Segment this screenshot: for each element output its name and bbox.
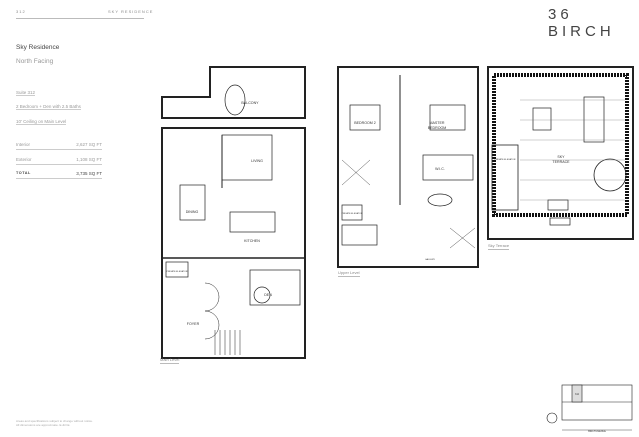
caption-sky-terrace: Sky Terrace xyxy=(488,243,510,250)
disclaimer: Areas and specifications subject to chan… xyxy=(16,419,93,427)
area-row-total: TOTAL 3,735 SQ FT xyxy=(16,171,102,179)
area-label: TOTAL xyxy=(16,171,31,175)
upper-level-plan xyxy=(337,66,479,268)
room-label-master-bedroom: BEDROOM xyxy=(428,126,447,130)
room-label-upper-elevator: PRIVATE ELEVATOR xyxy=(342,212,363,215)
room-label-dining: DINING xyxy=(186,210,199,214)
unit-name: Sky Residence xyxy=(16,44,60,51)
header-divider xyxy=(16,18,144,19)
room-label-den: DEN xyxy=(264,293,272,297)
ceiling-info: 10' Ceiling on Main Level xyxy=(16,119,67,125)
room-label-kitchen: KITCHEN xyxy=(244,239,260,243)
keyplate-street: BIRCH AVENUE xyxy=(588,430,606,433)
room-label-terrace: TERRACE xyxy=(552,160,570,164)
main-level-plan xyxy=(161,66,306,359)
area-value: 3,735 SQ FT xyxy=(76,171,102,176)
sky-terrace-plan xyxy=(487,66,634,240)
area-row-exterior: Exterior 1,108 SQ FT xyxy=(16,157,102,165)
unit-layout: 2 Bedroom + Den with 2.5 Baths xyxy=(16,104,81,110)
room-label-foyer: FOYER xyxy=(187,322,200,326)
area-row-interior: Interior 2,627 SQ FT xyxy=(16,142,102,150)
room-label-gallery: GALLERY xyxy=(425,258,436,261)
key-plate xyxy=(546,384,633,431)
room-label-bedroom-2: BEDROOM 2 xyxy=(354,121,376,125)
brand-logo: 36 BIRCH xyxy=(548,6,615,40)
suite-number-header: 312 xyxy=(16,9,26,14)
room-label-elevator: PRIVATE ELEVATOR xyxy=(167,270,188,273)
collection-header: SKY RESIDENCE xyxy=(108,9,154,14)
area-value: 2,627 SQ FT xyxy=(76,142,102,147)
room-label-balcony: BALCONY xyxy=(241,101,259,105)
area-value: 1,108 SQ FT xyxy=(76,157,102,162)
room-label-wic: W.I.C. xyxy=(435,167,445,171)
room-label-sky: SKY xyxy=(557,155,565,159)
caption-upper-level: Upper Level xyxy=(338,270,360,277)
room-label-master: MASTER xyxy=(430,121,445,125)
room-label-terrace-elevator: PRIVATE ELEVATOR xyxy=(495,158,516,161)
room-label-living: LIVING xyxy=(251,159,263,163)
area-label: Exterior xyxy=(16,157,32,162)
suite-label: Suite 312 xyxy=(16,90,36,96)
caption-main-level: Main Level xyxy=(160,357,180,364)
keyplate-suite: 312 xyxy=(575,393,580,396)
unit-orientation: North Facing xyxy=(16,58,54,65)
area-label: Interior xyxy=(16,142,31,147)
